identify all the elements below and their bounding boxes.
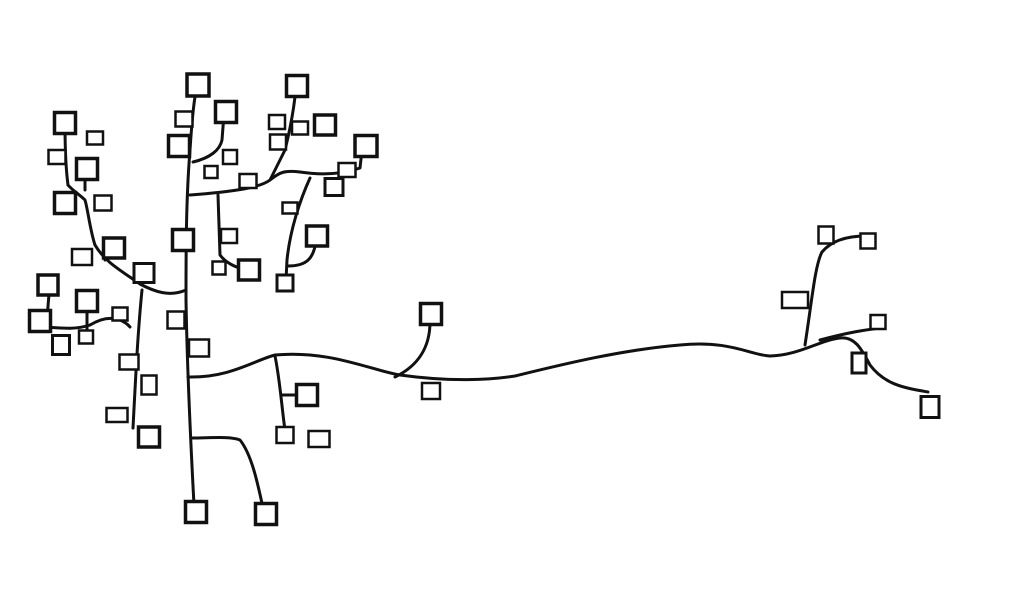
leaf-node-box: [174, 110, 194, 128]
leaf-node-box: [267, 113, 287, 131]
branch-line: [184, 298, 196, 507]
leaf-node-box: [290, 120, 310, 136]
leaf-node-box: [284, 73, 310, 99]
leaf-node-box: [101, 236, 127, 260]
leaf-node-box: [294, 382, 320, 408]
leaf-node-box: [418, 301, 444, 327]
leaf-node-box: [183, 499, 209, 525]
leaf-node-box: [166, 133, 192, 159]
leaf-node-box: [203, 164, 219, 180]
leaf-node-box: [85, 130, 105, 146]
leaf-node-box: [74, 156, 100, 182]
leaf-node-box: [185, 72, 211, 98]
leaf-node-box: [52, 110, 78, 136]
leaf-node-box: [859, 232, 877, 250]
leaf-node-box: [420, 381, 442, 401]
leaf-node-box: [166, 310, 186, 330]
branch-line: [131, 288, 144, 430]
leaf-node-box: [27, 308, 53, 334]
leaf-node-box: [136, 425, 162, 449]
leaf-node-box: [919, 395, 941, 419]
leaf-node-box: [275, 425, 295, 445]
leaf-node-box: [140, 374, 158, 396]
leaf-node-box: [253, 501, 279, 527]
leaf-node-box: [323, 177, 345, 197]
leaf-node-box: [118, 353, 140, 371]
leaf-node-box: [77, 329, 95, 345]
leaf-node-box: [51, 334, 71, 356]
leaf-node-box: [307, 429, 331, 449]
leaf-node-box: [132, 262, 156, 284]
leaf-node-box: [170, 227, 196, 253]
leaf-node-box: [187, 338, 211, 358]
leaf-node-box: [70, 247, 94, 267]
leaf-node-box: [281, 201, 299, 215]
leaf-node-box: [817, 225, 835, 245]
branch-line: [393, 320, 432, 379]
branch-line: [191, 112, 226, 164]
leaf-node-box: [93, 194, 113, 212]
leaf-node-box: [236, 258, 262, 282]
leaf-node-box: [238, 172, 258, 190]
leaf-node-box: [304, 224, 330, 248]
branch-line: [298, 148, 364, 176]
leaf-node-box: [52, 190, 78, 216]
leaf-nodes: [27, 72, 941, 527]
leaf-node-box: [869, 313, 887, 331]
leaf-node-box: [36, 273, 60, 297]
leaf-node-box: [353, 133, 379, 159]
leaf-node-box: [219, 227, 239, 245]
branch-line: [186, 336, 930, 394]
leaf-node-box: [74, 288, 100, 314]
leaf-node-box: [105, 406, 129, 424]
leaf-node-box: [268, 133, 288, 151]
leaf-node-box: [213, 99, 239, 125]
branch-line: [284, 176, 312, 282]
leaf-node-box: [111, 306, 129, 322]
leaf-node-box: [211, 260, 227, 276]
branch-line: [803, 234, 868, 347]
leaf-node-box: [275, 273, 295, 293]
leaf-node-box: [47, 148, 67, 166]
branch-line: [66, 183, 97, 247]
branch-line: [273, 354, 287, 432]
leaf-node-box: [337, 161, 357, 179]
branch-line: [190, 436, 265, 510]
leaf-node-box: [312, 113, 338, 137]
branch-line: [184, 90, 198, 302]
leaf-node-box: [221, 148, 239, 166]
leaf-node-box: [850, 351, 868, 375]
leaf-node-box: [780, 290, 810, 310]
